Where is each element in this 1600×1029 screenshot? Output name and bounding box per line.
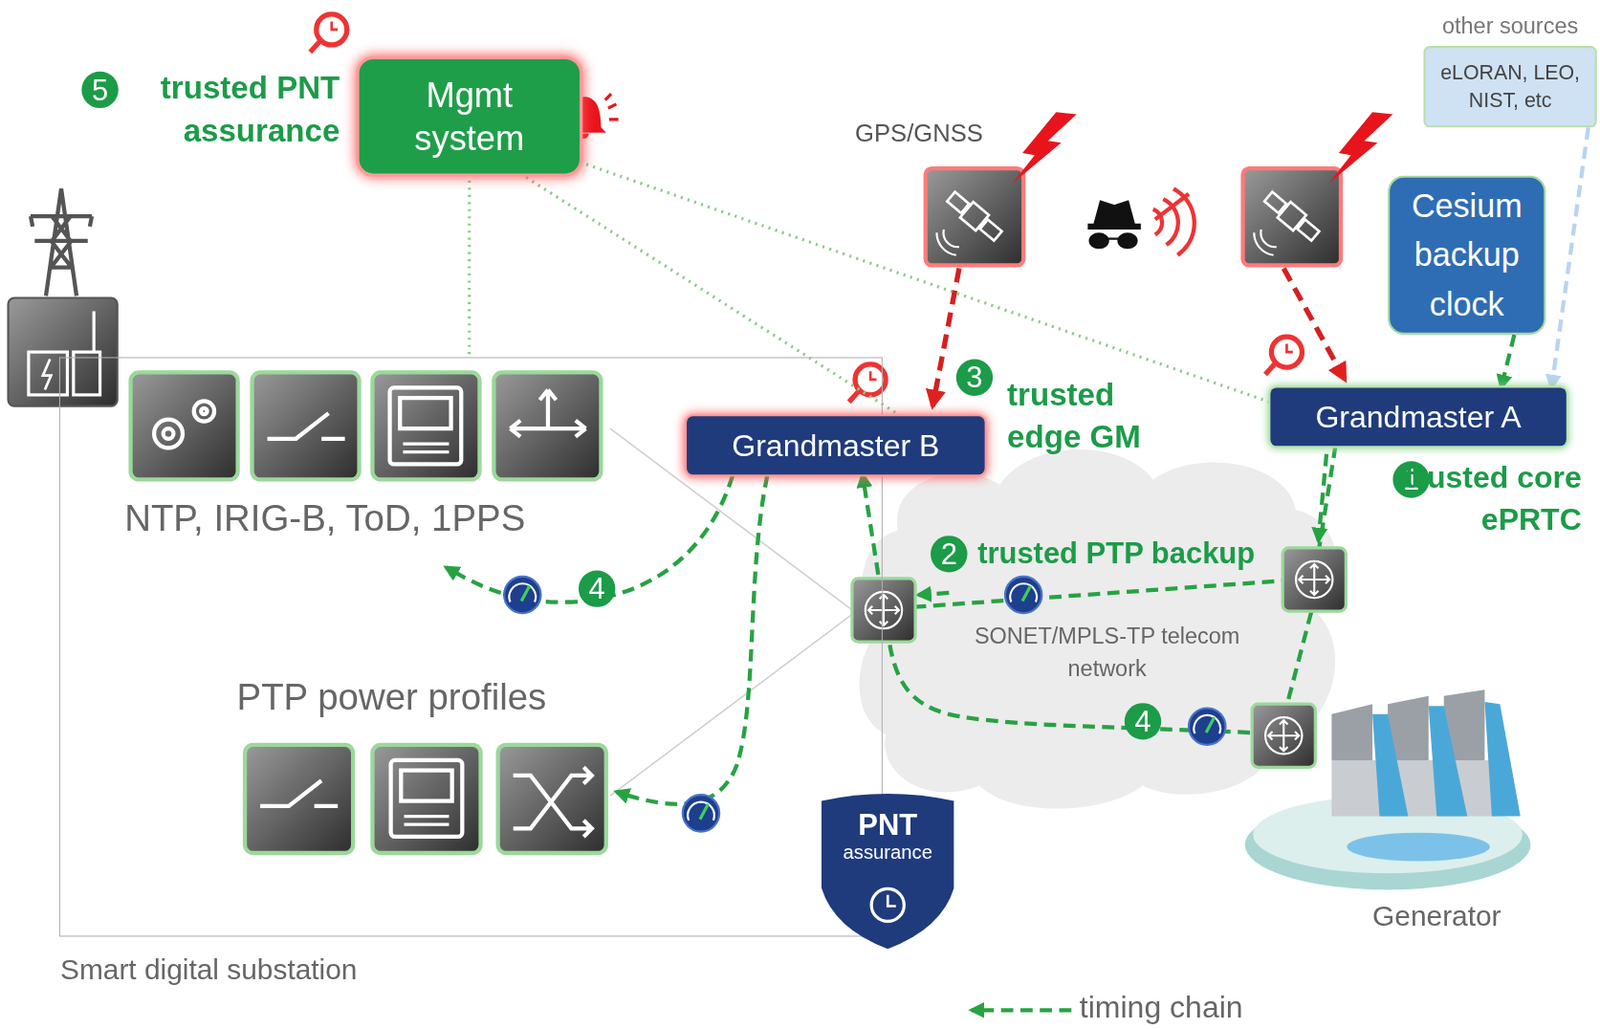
node-text: Smart digital substation [60,954,358,987]
label: SONET/MPLS-TP telecom network [943,620,1271,686]
node-text: other sources [1442,11,1579,43]
legend-text: timing chain [1079,989,1244,1025]
label: Generator [1372,899,1502,933]
callout-number: 5 [81,71,118,109]
node-text: eLORAN, LEO, NIST, etc [1433,59,1587,115]
legend-sample [971,1008,1073,1012]
connector [1551,127,1588,388]
callout-number: 3 [956,359,993,396]
label: GPS/GNSS [854,119,984,149]
callout-number: 4 [1124,702,1162,740]
connector [1501,334,1515,388]
mgmt-box: Mgmt system [359,59,580,174]
callout-number: 2 [930,535,967,572]
node-text: Grandmaster B [731,428,940,463]
label: trusted core ePRTC [1387,457,1582,540]
node-text: PNT [857,809,918,842]
shield-badge: PNTassurance [821,790,955,949]
grandmaster-box: Grandmaster B [686,416,986,475]
label: PTP power profiles [237,675,548,719]
node-text: Mgmt system [394,72,546,160]
callout-number: 4 [578,569,615,607]
label: NTP, IRIG-B, ToD, 1PPS [124,497,526,541]
node-text: Cesium backup clock [1398,181,1536,329]
connector [579,161,1271,402]
grandmaster-box: Grandmaster A [1270,387,1566,446]
cesium-box: Cesium backup clock [1387,175,1546,335]
node-text: assurance [842,841,933,865]
connector [467,173,471,357]
label: trusted PTP backup [977,533,1255,574]
node-text: Grandmaster A [1315,399,1521,435]
label: trusted PNT assurance [135,66,340,153]
connector [520,173,902,417]
source-box: other sourceseLORAN, LEO, NIST, etc [1423,45,1597,128]
label: trusted edge GM [1007,373,1181,460]
